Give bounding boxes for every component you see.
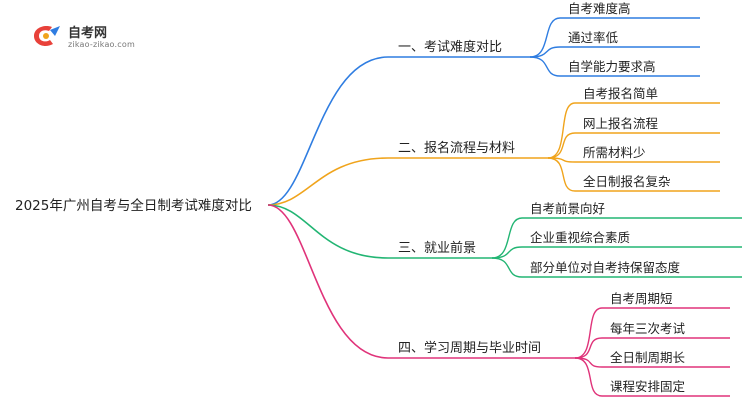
branch-3-child-2-connector [491,246,523,259]
logo-subtitle: zikao-zikao.com [68,40,135,49]
branch-2-child-3-label: 所需材料少 [583,145,646,160]
branch-4-child-1-connector [574,307,603,359]
branch-3-connector [267,204,389,259]
branch-4-child-3-label: 全日制周期长 [610,350,686,365]
branch-1-label: 一、考试难度对比 [398,39,502,55]
branch-4-child-4-connector [574,357,603,397]
branch-4-child-4-label: 课程安排固定 [610,379,685,394]
branch-1-child-3-label: 自学能力要求高 [568,59,656,74]
branch-3-label: 三、就业前景 [398,240,476,256]
branch-4-child-2-label: 每年三次考试 [610,321,686,336]
branch-1-child-1-connector [529,17,561,58]
branch-4-child-1-label: 自考周期短 [610,291,673,306]
branch-1-child-2-connector [529,46,561,58]
branch-2-label: 二、报名流程与材料 [398,140,515,156]
branch-3-child-1-label: 自考前景向好 [530,201,605,216]
branch-3-child-2-label: 企业重视综合素质 [530,230,630,245]
branch-1-child-1-label: 自考难度高 [568,1,631,16]
root-node-label: 2025年广州自考与全日制考试难度对比 [15,197,252,214]
branch-3-child-3-connector [491,257,523,278]
branch-2-child-1-connector [547,102,576,159]
site-logo[interactable]: 自考网 zikao-zikao.com [30,20,140,56]
branch-3-child-1-connector [491,217,523,259]
branch-2-child-4-connector [547,157,576,192]
mindmap-nodes: 2025年广州自考与全日制考试难度对比 一、考试难度对比 自考难度高通过率低自学能… [15,1,686,394]
branch-2-connector [267,157,389,206]
mindmap-edges [267,17,742,397]
logo-title: 自考网 [68,26,108,41]
branch-3-child-3-label: 部分单位对自考持保留态度 [530,260,681,275]
branch-1-child-2-label: 通过率低 [568,30,619,45]
branch-2-child-2-label: 网上报名流程 [583,116,659,131]
branch-4-child-3-connector [574,357,603,368]
branch-4-child-2-connector [574,337,603,359]
branch-1-child-3-connector [529,56,561,77]
branch-2-child-1-label: 自考报名简单 [583,86,658,101]
logo-mark-icon [34,26,60,47]
branch-1-connector [267,56,389,206]
branch-4-label: 四、学习周期与毕业时间 [398,340,541,356]
branch-4-connector [267,204,389,359]
branch-2-child-4-label: 全日制报名复杂 [583,174,671,189]
branch-2-child-2-connector [547,132,576,159]
